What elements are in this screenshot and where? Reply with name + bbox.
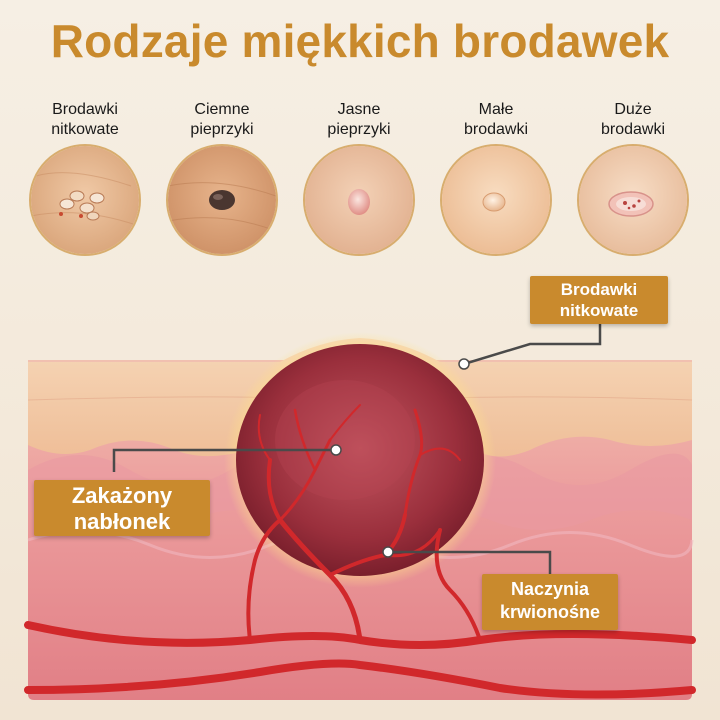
type-dark-moles: Ciemne pieprzyki [157,100,287,256]
filiform-wart-icon [29,144,141,256]
blood-vessels [24,404,696,699]
type-light-moles: Jasne pieprzyki [294,100,424,256]
callout-dots [330,358,470,558]
callout-infected-epithelium: Zakażony nabłonek [34,480,210,536]
light-mole-icon [303,144,415,256]
wart-types-row: Brodawki nitkowate Ciemne pieprzyki [0,100,720,260]
type-large-warts: Duże brodawki [568,100,698,256]
callout-leaders [112,320,602,575]
page-title: Rodzaje miękkich brodawek [50,15,670,67]
small-wart-icon [440,144,552,256]
dark-mole-icon [166,144,278,256]
type-label: Jasne pieprzyki [327,101,391,138]
type-filiform-warts: Brodawki nitkowate [20,100,150,256]
type-label: Ciemne pieprzyki [190,101,254,138]
type-label: Brodawki nitkowate [51,101,119,138]
callout-blood-vessels: Naczynia krwionośne [482,574,618,630]
type-small-warts: Małe brodawki [431,100,561,256]
type-label: Duże brodawki [600,101,666,138]
callout-filiform-warts: Brodawki nitkowate [530,276,668,324]
wart-body [236,344,484,576]
type-label: Małe brodawki [463,101,529,138]
large-wart-icon [577,144,689,256]
